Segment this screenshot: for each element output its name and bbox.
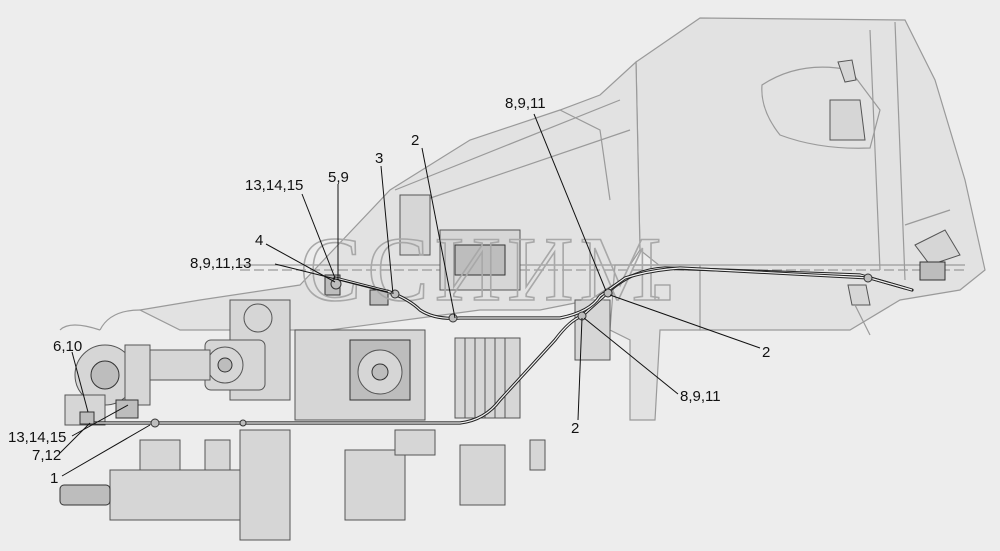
callout-13-14-15-top: 13,14,15 [245, 177, 303, 194]
callout-2-bottom: 2 [571, 420, 579, 437]
callout-1: 1 [50, 470, 58, 487]
callout-2-right: 2 [762, 344, 770, 361]
callout-4: 4 [255, 232, 263, 249]
callout-8-9-11-13: 8,9,11,13 [190, 255, 251, 272]
cable-routes [83, 266, 914, 425]
leader-lines [59, 113, 761, 477]
callout-8-9-11-bottom: 8,9,11 [680, 388, 721, 405]
callout-labels: 8,9,11 2 3 5,9 13,14,15 4 8,9,11,13 6,10… [8, 95, 770, 487]
watermark: ССИИМ [300, 218, 667, 320]
callout-3: 3 [375, 150, 383, 167]
callout-8-9-11-top: 8,9,11 [505, 95, 546, 112]
callout-7-12: 7,12 [32, 447, 61, 464]
callout-6-10: 6,10 [53, 338, 82, 355]
callout-13-14-15-bottom: 13,14,15 [8, 429, 66, 446]
callout-5-9: 5,9 [328, 169, 349, 186]
callout-2-top: 2 [411, 132, 419, 149]
